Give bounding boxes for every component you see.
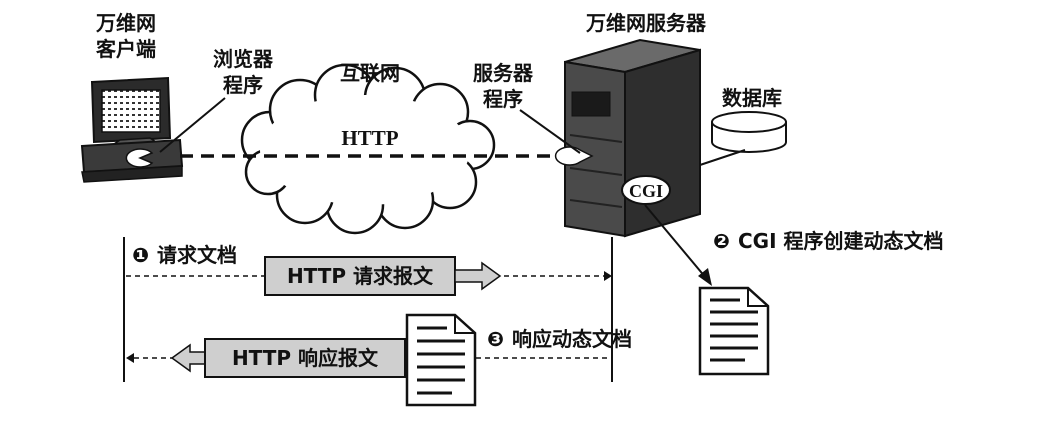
cgi-label: CGI xyxy=(629,181,663,201)
client-label-line2: 客户端 xyxy=(95,37,156,61)
server-program-label-line2: 程序 xyxy=(483,87,523,111)
browser-label-line2: 程序 xyxy=(223,73,263,97)
step3-label: 响应动态文档 xyxy=(512,327,632,351)
database-icon xyxy=(711,111,787,153)
cgi-badge xyxy=(621,175,671,205)
browser-program-icon xyxy=(125,148,154,168)
response-message-label: HTTP 响应报文 xyxy=(232,346,379,370)
response-arrowhead xyxy=(126,353,134,363)
client-label-line1: 万维网 xyxy=(95,11,156,35)
server-program-label-line1: 服务器 xyxy=(473,61,534,85)
browser-pointer xyxy=(159,97,226,153)
step1-number: ❶ xyxy=(132,243,149,267)
request-message-label: HTTP 请求报文 xyxy=(287,264,434,288)
request-arrowhead xyxy=(604,271,612,281)
client-computer-icon xyxy=(80,76,184,183)
response-block-arrow xyxy=(170,343,206,373)
cgi-output-arrowhead xyxy=(698,268,712,286)
database-link xyxy=(699,149,746,166)
internet-cloud-icon xyxy=(240,63,496,235)
web-server-icon xyxy=(554,38,701,238)
server-program-pointer xyxy=(519,109,581,154)
database-label: 数据库 xyxy=(722,86,782,110)
http-label: HTTP xyxy=(341,126,398,150)
dynamic-document-icon xyxy=(698,286,770,376)
server-title: 万维网服务器 xyxy=(585,11,707,35)
internet-label: 互联网 xyxy=(340,61,400,85)
step3-number: ❸ xyxy=(487,327,504,351)
step2-label: CGI 程序创建动态文档 xyxy=(738,229,944,253)
step1-label: 请求文档 xyxy=(157,243,237,267)
browser-label-line1: 浏览器 xyxy=(213,47,274,71)
request-message-box xyxy=(264,256,456,296)
response-message-box xyxy=(204,338,406,378)
cgi-output-arrow xyxy=(644,204,707,279)
request-block-arrow xyxy=(454,261,502,291)
step2-number: ❷ xyxy=(713,229,730,253)
response-document-icon xyxy=(405,313,477,407)
